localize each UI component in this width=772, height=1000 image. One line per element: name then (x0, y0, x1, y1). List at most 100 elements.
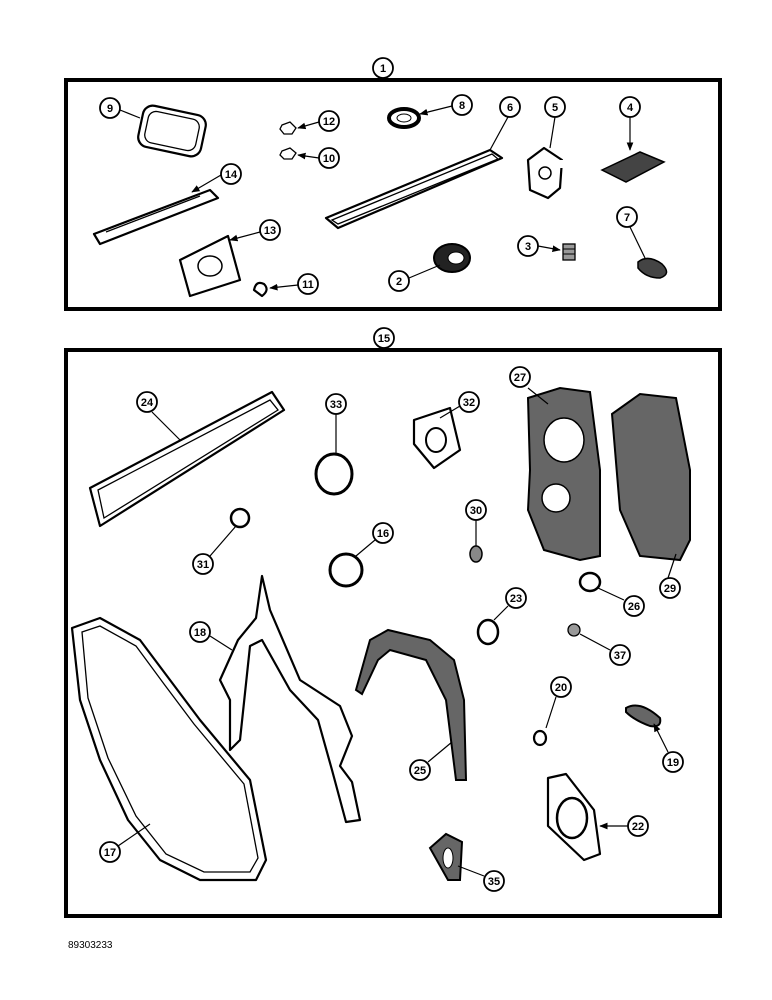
callout-18: 18 (189, 621, 233, 651)
svg-text:2: 2 (396, 276, 402, 288)
svg-text:22: 22 (632, 821, 644, 833)
part-10-nut (279, 147, 297, 160)
svg-text:33: 33 (330, 399, 342, 411)
part-23-o-ring (476, 618, 500, 646)
part-33-o-ring (314, 452, 354, 496)
callout-17: 17 (99, 823, 151, 863)
callout-25: 25 (409, 741, 453, 781)
part-29-plate-gasket (610, 392, 691, 562)
svg-text:14: 14 (225, 169, 238, 181)
svg-text:13: 13 (264, 225, 276, 237)
svg-text:23: 23 (510, 593, 522, 605)
svg-text:10: 10 (323, 153, 335, 165)
svg-text:11: 11 (302, 279, 314, 291)
svg-text:3: 3 (525, 241, 531, 253)
part-30-small-seal (469, 545, 483, 563)
part-20-o-ring (532, 729, 548, 747)
part-5-flange-gasket (526, 146, 564, 200)
part-32-flange-gasket (412, 406, 462, 470)
svg-text:17: 17 (104, 847, 116, 859)
callout-3: 3 (517, 235, 561, 257)
callout-19: 19 (653, 723, 684, 773)
callout-7: 7 (616, 206, 646, 259)
svg-text:7: 7 (624, 212, 630, 224)
svg-text:16: 16 (377, 528, 389, 540)
callout-20: 20 (545, 676, 572, 729)
callout-32: 32 (439, 391, 480, 419)
callout-4: 4 (619, 96, 641, 151)
svg-text:25: 25 (414, 765, 426, 777)
part-12-nut (279, 121, 297, 135)
svg-text:29: 29 (664, 583, 676, 595)
callout-6: 6 (489, 96, 521, 151)
callout-23: 23 (493, 587, 527, 621)
part-8-seal-ring (387, 107, 421, 129)
kit-1-frame (64, 78, 722, 311)
part-16-o-ring (328, 552, 364, 588)
svg-text:8: 8 (459, 100, 465, 112)
kit-15-label: 15 (373, 327, 395, 349)
svg-text:1: 1 (380, 63, 386, 75)
part-17-front-cover-large-gasket (70, 616, 268, 882)
svg-text:18: 18 (194, 627, 206, 639)
svg-text:4: 4 (627, 102, 634, 114)
svg-text:24: 24 (141, 397, 154, 409)
svg-text:6: 6 (507, 102, 513, 114)
part-9-square-seal (137, 104, 207, 158)
svg-text:31: 31 (197, 559, 209, 571)
callout-5: 5 (544, 96, 566, 149)
svg-text:26: 26 (628, 601, 640, 613)
callout-30: 30 (465, 499, 487, 546)
part-24-rocker-cover-gasket (88, 390, 286, 528)
svg-text:35: 35 (488, 876, 500, 888)
callout-13: 13 (229, 219, 281, 242)
part-22-round-flange-gasket (546, 772, 602, 862)
svg-text:15: 15 (378, 333, 390, 345)
part-35-small-flange-gasket (428, 832, 464, 881)
svg-text:27: 27 (514, 372, 526, 384)
callout-33: 33 (325, 393, 347, 454)
callout-37: 37 (579, 633, 631, 666)
part-19-small-gasket (625, 704, 662, 728)
svg-text:5: 5 (552, 102, 558, 114)
callout-16: 16 (355, 522, 394, 557)
part-2-oil-seal (433, 243, 471, 273)
callout-26: 26 (597, 587, 645, 617)
callout-10: 10 (297, 147, 340, 169)
callout-22: 22 (599, 815, 649, 837)
kit-15-frame (64, 348, 722, 918)
part-27-front-cover-gasket (526, 386, 601, 562)
callout-11: 11 (269, 273, 319, 295)
part-18-gear-housing-gasket (218, 574, 362, 824)
callout-2: 2 (388, 264, 441, 292)
part-25-cover-gasket (354, 628, 468, 781)
svg-text:30: 30 (470, 505, 482, 517)
svg-text:20: 20 (555, 682, 567, 694)
figure-id: 89303233 (68, 940, 113, 951)
part-37-nut (567, 623, 581, 637)
callout-14: 14 (191, 163, 242, 193)
svg-text:19: 19 (667, 757, 679, 769)
callout-29: 29 (659, 553, 681, 599)
svg-text:32: 32 (463, 397, 475, 409)
part-6-long-gasket (324, 148, 504, 230)
part-4-double-gasket (556, 151, 666, 183)
svg-text:12: 12 (323, 116, 335, 128)
callout-9: 9 (99, 97, 141, 119)
callout-35: 35 (457, 865, 505, 892)
callout-12: 12 (297, 110, 340, 132)
svg-text:9: 9 (107, 103, 113, 115)
svg-text:37: 37 (614, 650, 626, 662)
callout-27: 27 (509, 366, 549, 405)
part-31-o-ring (229, 507, 251, 529)
callout-24: 24 (136, 391, 181, 441)
part-26-o-ring (578, 571, 602, 593)
callout-8: 8 (419, 94, 473, 116)
part-14-long-plate-gasket (92, 188, 220, 246)
part-11-clip (252, 281, 268, 298)
part-7-small-gasket (637, 257, 668, 279)
callout-31: 31 (192, 525, 237, 575)
kit-1-label: 1 (372, 57, 394, 79)
part-3-plug (562, 243, 576, 261)
